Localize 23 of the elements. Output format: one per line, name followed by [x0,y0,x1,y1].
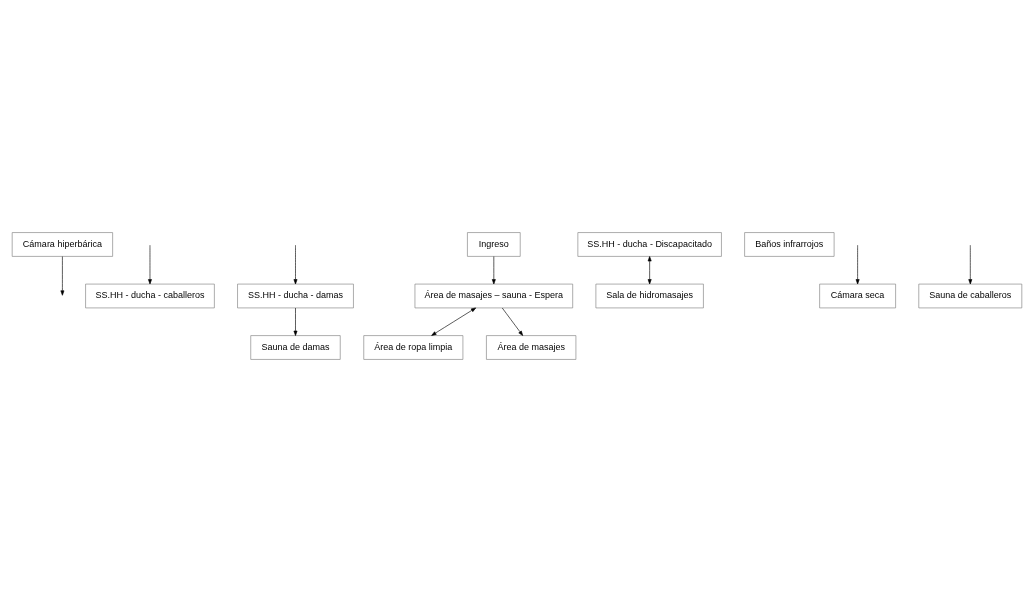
arrow [491,256,496,285]
node-box: SS.HH - ducha - damas [236,283,354,309]
node-box: Área de masajes [485,335,576,360]
node-box: Área de masajes – sauna - Espera [414,283,573,309]
node-box: Baños infrarrojos [743,232,834,257]
node-box: Sala de hidromasajes [595,283,704,309]
arrow [967,244,972,285]
arrow [647,256,652,285]
node-box: SS.HH - ducha - caballeros [84,283,215,309]
node-box: SS.HH - ducha - Discapacitado [577,232,722,257]
node-box: Área de ropa limpia [362,335,463,360]
arrow [60,256,64,296]
node-box: Sauna de caballeros [917,283,1022,309]
arrow [855,244,860,285]
node-box: Cámara seca [818,283,896,309]
arrow [293,244,297,285]
arrow [430,307,476,336]
arrow [147,244,152,285]
node-box: Cámara hiperbárica [11,232,113,257]
arrow [501,307,523,336]
node-box: Ingreso [466,232,521,257]
node-box: Sauna de damas [249,335,341,360]
arrow [293,307,297,336]
